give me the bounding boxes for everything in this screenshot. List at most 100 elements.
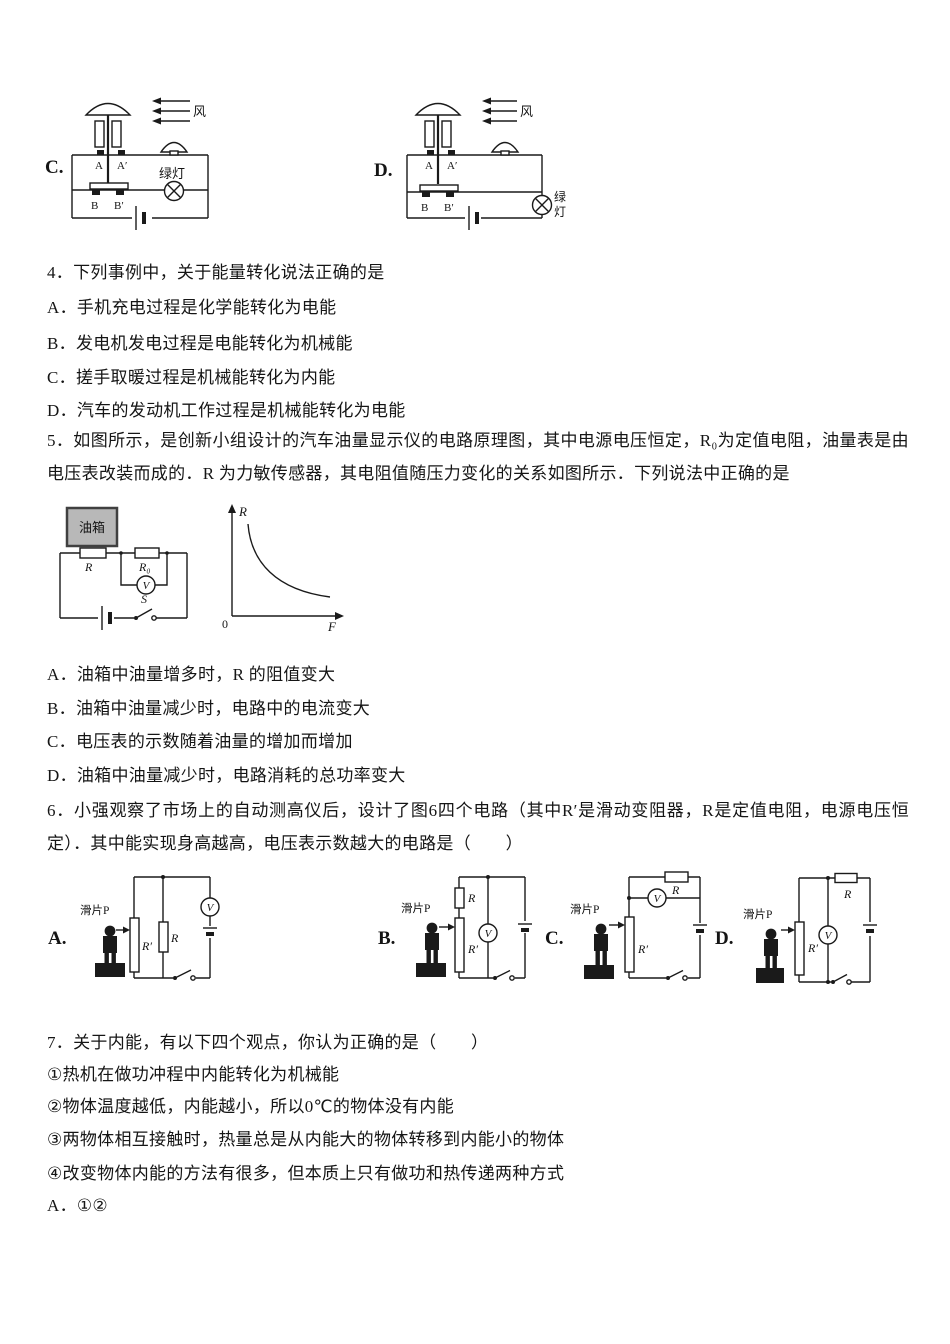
graph-curve — [247, 523, 331, 598]
figure-c-label: C. — [45, 157, 64, 178]
junction-dot — [119, 551, 123, 555]
switch-icon — [831, 973, 852, 985]
figure-d-label: D. — [374, 160, 393, 181]
contact-strip-right — [111, 120, 122, 148]
contact-b-label: B — [91, 200, 98, 212]
question-7-option-a: A．①② — [47, 1196, 108, 1215]
graph-y-label: R — [238, 504, 247, 519]
force-sensor-resistor — [79, 547, 107, 559]
junction-dot — [627, 896, 631, 900]
person-icon — [95, 925, 125, 977]
slider-arrow — [123, 926, 130, 934]
contact-strip-left — [94, 120, 105, 148]
question-7-statement-4: ④改变物体内能的方法有很多，但本质上只有做功和热传递两种方式 — [47, 1164, 565, 1183]
fixed-resistor — [834, 872, 858, 884]
slider-arrow — [448, 923, 455, 931]
fixed-resistor — [454, 887, 465, 909]
green-lamp-label: 绿灯 — [159, 166, 185, 181]
contact-b-prime — [446, 191, 454, 197]
fixed-resistor — [158, 921, 169, 953]
voltmeter-icon — [478, 923, 498, 943]
height-meter-circuit-b: V 滑片P R R′ — [401, 875, 532, 981]
fixed-resistor-r0 — [134, 547, 160, 559]
height-meter-circuit-d: V 滑片P R R′ — [743, 872, 877, 985]
y-axis-arrow — [228, 504, 236, 513]
junction-dot — [161, 875, 165, 879]
circuit-a-label: A. — [48, 928, 67, 949]
rheostat — [624, 916, 635, 973]
graph-axes — [231, 510, 338, 617]
sensor-r-label: R — [84, 560, 93, 574]
circuit-wires — [458, 876, 526, 979]
voltmeter-icon — [647, 888, 667, 908]
contact-b — [92, 189, 100, 195]
rheostat-label: R′ — [807, 941, 818, 955]
question-4-option-c: C．搓手取暖过程是机械能转化为内能 — [47, 368, 336, 387]
voltmeter-label: V — [485, 928, 493, 940]
height-meter-circuit-a: V 滑片P R′ R — [80, 875, 220, 981]
voltmeter-icon — [136, 575, 156, 595]
person-icon — [416, 922, 446, 977]
rheostat-label: R′ — [467, 942, 478, 956]
voltmeter-label: V — [654, 893, 662, 905]
voltmeter-icon — [818, 925, 838, 945]
junction-dot — [826, 980, 830, 984]
junction-dot — [165, 551, 169, 555]
question-5-option-d: D．油箱中油量减少时，电路消耗的总功率变大 — [47, 766, 406, 785]
contact-a-prime — [118, 150, 125, 155]
rheostat — [129, 917, 140, 973]
slider-arrow — [618, 921, 625, 929]
contact-a-prime-label: A′ — [117, 160, 127, 172]
junction-dot — [826, 876, 830, 880]
resistor-label: R — [467, 891, 476, 905]
voltmeter-icon — [200, 897, 220, 917]
question-7-stem: 7．关于内能，有以下四个观点，你认为正确的是（ ） — [47, 1033, 489, 1052]
question-5-option-a: A．油箱中油量增多时，R 的阻值变大 — [47, 665, 336, 684]
question-4-option-d: D．汽车的发动机工作过程是机械能转化为电能 — [47, 401, 406, 420]
contact-a-label: A — [425, 160, 433, 172]
height-meter-circuit-c: V 滑片P R R′ — [570, 871, 707, 981]
fuel-tank — [65, 506, 119, 548]
switch-icon — [134, 608, 157, 621]
person-icon — [756, 928, 784, 983]
question-6-stem: 6．小强观察了市场上的自动测高仪后，设计了图6四个电路（其中R′是滑动变阻器，R… — [47, 801, 909, 853]
graph-origin-label: 0 — [222, 617, 228, 631]
graph-x-label: F — [327, 619, 337, 634]
bell-icon — [159, 141, 189, 153]
anemometer-cap-icon — [84, 102, 132, 116]
rheostat-label: R′ — [637, 942, 648, 956]
contact-a-prime — [448, 150, 455, 155]
bell-stem — [169, 150, 179, 156]
bell-stem — [500, 150, 510, 156]
voltmeter-label: V — [825, 930, 833, 942]
voltmeter-branch — [120, 553, 168, 586]
platform — [89, 182, 129, 190]
platform — [419, 184, 459, 192]
switch-label: S — [141, 592, 147, 606]
slider-label: 滑片P — [401, 902, 430, 915]
circuit-wires — [71, 154, 209, 219]
contact-a-prime-label: A′ — [447, 160, 457, 172]
rheostat — [794, 921, 805, 976]
x-axis-arrow — [335, 612, 344, 620]
resistor-r0-label: R₀ — [138, 560, 151, 574]
question-5-stem: 5．如图所示，是创新小组设计的汽车油量显示仪的电路原理图，其中电源电压恒定，R₀… — [47, 431, 909, 483]
rheostat-label: R′ — [141, 939, 152, 953]
resistor-label: R — [170, 931, 179, 945]
question-4-option-b: B．发电机发电过程是电能转化为机械能 — [47, 334, 353, 353]
slider-label: 滑片P — [80, 904, 109, 917]
circuit-wires — [133, 876, 211, 979]
contact-a — [97, 150, 104, 155]
fixed-resistor — [664, 871, 689, 883]
question-4-stem: 4．下列事例中，关于能量转化说法正确的是 — [47, 263, 385, 282]
contact-strip-right — [441, 120, 452, 148]
wind-label: 风 — [193, 104, 206, 119]
question-7-statement-3: ③两物体相互接触时，热量总是从内能大的物体转移到内能小的物体 — [47, 1130, 565, 1149]
lamp-cross — [166, 183, 182, 199]
anemometer-cap-icon — [414, 102, 462, 116]
wind-arrows-icon — [482, 97, 517, 125]
contact-b-prime-label: B′ — [444, 202, 454, 214]
switch-icon — [173, 969, 196, 981]
contact-b-prime — [116, 189, 124, 195]
circuit-c-label: C. — [545, 928, 564, 949]
